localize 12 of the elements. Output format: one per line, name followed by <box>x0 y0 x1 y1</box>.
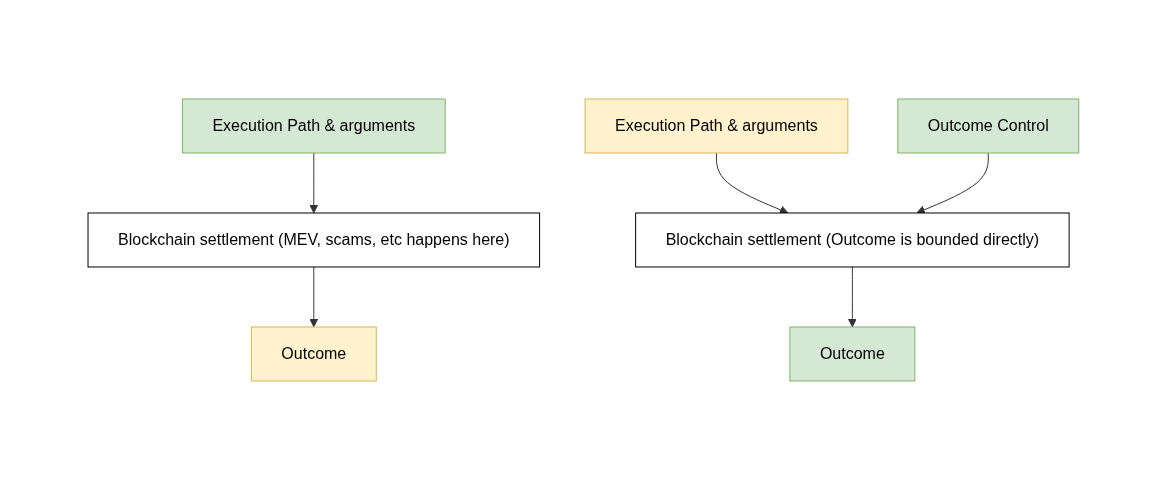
arrow <box>916 152 989 214</box>
node-box: Outcome Control <box>897 98 1080 153</box>
node-box: Blockchain settlement (MEV, scams, etc happens here) <box>87 212 541 267</box>
arrow <box>309 266 319 327</box>
node-box: Blockchain settlement (Outcome is bounded directly) <box>635 212 1070 267</box>
node-box: Outcome <box>789 326 916 381</box>
node-box: Execution Path & arguments <box>584 98 849 153</box>
node-box: Outcome <box>250 326 377 381</box>
arrow <box>309 152 319 213</box>
node-box: Execution Path & arguments <box>182 98 446 153</box>
arrow <box>716 152 789 214</box>
arrow <box>848 266 857 327</box>
